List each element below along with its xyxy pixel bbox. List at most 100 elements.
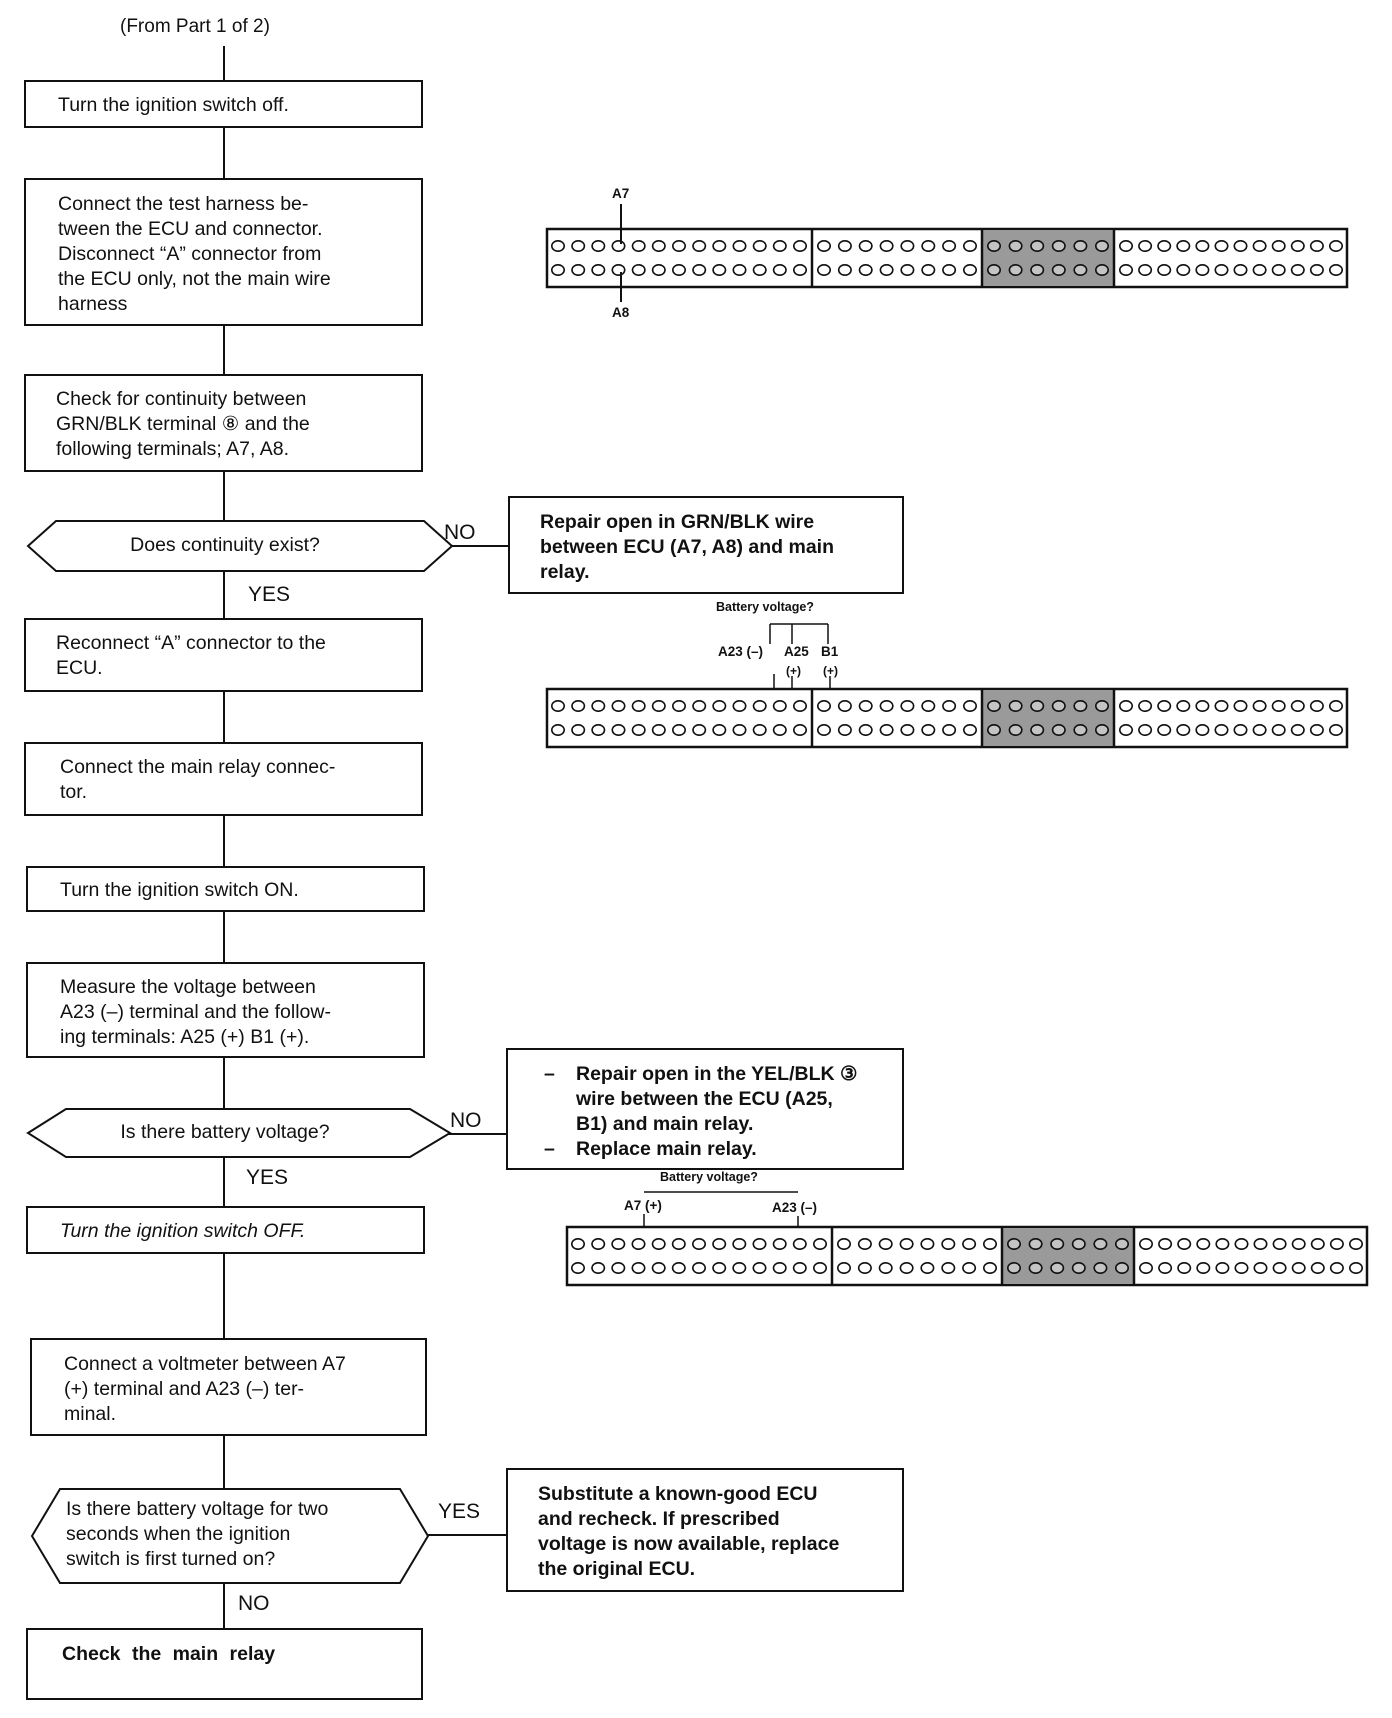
flow-line: [223, 128, 225, 178]
pin-lead-line: [620, 204, 622, 244]
connector-pin: [1114, 1238, 1129, 1250]
connector-pin: [813, 1238, 828, 1250]
connector-pin: [571, 723, 586, 736]
connector-pin: [1177, 1261, 1192, 1274]
connector-pin: [692, 1261, 707, 1274]
text-line: switch is first turned on?: [66, 1548, 276, 1570]
connector-pin: [732, 1238, 747, 1250]
connector-pin: [1196, 1238, 1211, 1250]
connector-pin: [1252, 723, 1267, 736]
text-line: ing terminals: A25 (+) B1 (+).: [60, 1026, 310, 1048]
decision-two-seconds-shape: [30, 1488, 430, 1584]
step-reconnect-a-connector: Reconnect “A” connector to the ECU.: [24, 618, 423, 692]
connector-pin: [1138, 240, 1153, 252]
step-turn-ignition-off-2: Turn the ignition switch OFF.: [26, 1206, 425, 1254]
connector-pin: [879, 700, 894, 712]
connector-pin: [752, 700, 767, 712]
from-part-caption: (From Part 1 of 2): [120, 16, 270, 37]
connector-pin: [772, 1238, 787, 1250]
connector-pin: [651, 263, 666, 276]
connector-pin: [1094, 723, 1109, 736]
connector-pin: [772, 1261, 787, 1274]
connector-pin: [1158, 1238, 1173, 1250]
text-line: voltage is now available, replace: [538, 1533, 840, 1555]
step-text: Connect the main relay connec- tor.: [60, 755, 390, 805]
connector-pin: [1006, 1238, 1021, 1250]
connector-pin: [1252, 700, 1267, 712]
connector-pin: [571, 263, 586, 276]
outcome-repair-grn-blk: Repair open in GRN/BLK wire between ECU …: [508, 496, 904, 594]
step-connect-main-relay: Connect the main relay connec- tor.: [24, 742, 423, 816]
connector-pin: [1215, 1238, 1230, 1250]
connector-pin: [816, 700, 831, 712]
connector-pin: [611, 1238, 626, 1250]
pin-label-a23: A23 (–): [718, 644, 764, 659]
connector-pin: [651, 700, 666, 712]
connector-pin: [1138, 700, 1153, 712]
connector-pin: [1118, 723, 1133, 736]
flow-line: [223, 912, 225, 962]
connector-pin: [816, 240, 831, 252]
connector-pin: [631, 1261, 646, 1274]
shaded-cavity: [982, 230, 1114, 286]
connector-pin: [1309, 263, 1324, 276]
connector-pin: [1071, 1261, 1086, 1274]
connector-pin: [837, 723, 852, 736]
connector-pin: [941, 1238, 956, 1250]
connector-pin: [921, 263, 936, 276]
connector-pin: [921, 700, 936, 712]
flow-line: [223, 472, 225, 520]
connector-pin: [611, 700, 626, 712]
outcome-text: – Repair open in the YEL/BLK ③ wire betw…: [544, 1062, 874, 1162]
flow-line: [223, 1058, 225, 1108]
flow-line: [223, 1254, 225, 1338]
connector-pin: [551, 723, 565, 736]
connector-pin: [942, 240, 957, 252]
connector-pin: [1118, 700, 1133, 712]
connector-pin: [792, 1238, 807, 1250]
connector-body: [545, 227, 1349, 289]
step-text: Reconnect “A” connector to the ECU.: [56, 631, 390, 681]
step-text: Check for continuity between GRN/BLK ter…: [56, 387, 390, 462]
connector-pin: [1028, 1261, 1043, 1274]
connector-pin: [571, 1261, 585, 1274]
text-line: Replace main relay.: [576, 1138, 757, 1160]
connector-pin: [836, 1261, 851, 1274]
connector-pin: [732, 240, 747, 252]
connector-pin: [631, 700, 646, 712]
no-label: NO: [444, 521, 476, 544]
connector-pin: [962, 240, 977, 252]
connector-pin: [921, 723, 936, 736]
connector-pin: [1028, 1238, 1043, 1250]
connector-pin: [1328, 723, 1343, 736]
connector-pin: [1157, 263, 1172, 276]
connector-pin: [982, 1238, 997, 1250]
connector-pin: [591, 1238, 606, 1250]
connector-pin: [1030, 723, 1045, 736]
connector-pin: [1093, 1261, 1108, 1274]
text-line: Is there battery voltage for two: [66, 1498, 329, 1520]
decision-battery-voltage-text: Is there battery voltage?: [120, 1121, 330, 1143]
yes-label: YES: [438, 1500, 481, 1523]
connector-pin: [1138, 1238, 1153, 1250]
connector-pin: [1290, 240, 1305, 252]
connector-pin: [1310, 1238, 1325, 1250]
connector-pin: [671, 1261, 686, 1274]
outcome-text: Substitute a known-good ECU and recheck.…: [538, 1482, 872, 1582]
no-label: NO: [238, 1592, 270, 1615]
connector-pin: [942, 723, 957, 736]
connector-pin: [942, 700, 957, 712]
connector-pin: [611, 1261, 626, 1274]
repair-item-text: Repair open in the YEL/BLK ③ wire betwee…: [576, 1062, 857, 1137]
connector-pin: [712, 700, 727, 712]
step-measure-voltage: Measure the voltage between A23 (–) term…: [26, 962, 425, 1058]
text-line: tor.: [60, 781, 88, 803]
connector-pin: [732, 263, 747, 276]
connector-pin: [986, 263, 1001, 276]
connector-pin: [672, 240, 687, 252]
connector-pin: [1271, 263, 1286, 276]
connector-pin: [1328, 263, 1343, 276]
outcome-substitute-ecu: Substitute a known-good ECU and recheck.…: [506, 1468, 904, 1592]
step-turn-ignition-on: Turn the ignition switch ON.: [26, 866, 425, 912]
text-line: tween the ECU and connector.: [58, 218, 323, 240]
